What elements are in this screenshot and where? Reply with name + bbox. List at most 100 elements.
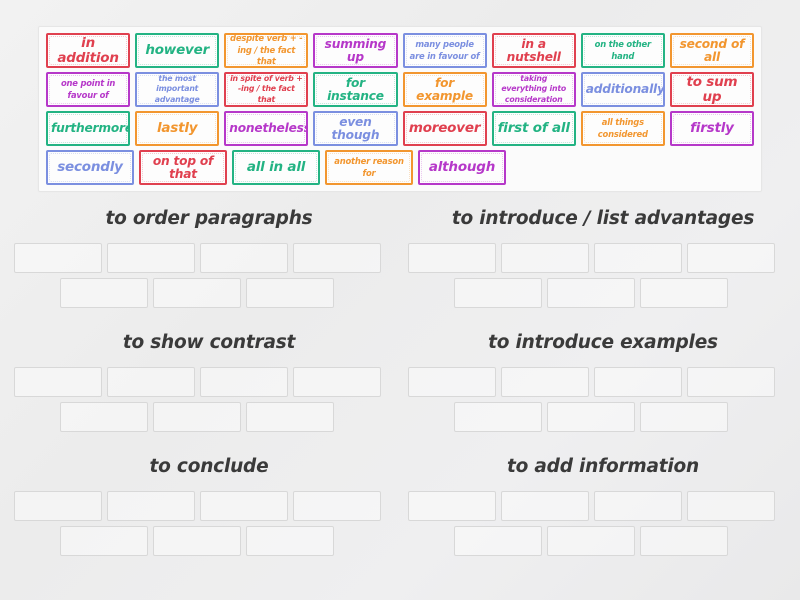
- word-card[interactable]: another reason for: [325, 150, 413, 185]
- drop-slot[interactable]: [60, 278, 148, 308]
- word-card-label: all in all: [246, 159, 306, 176]
- word-card[interactable]: furthermore: [46, 111, 131, 146]
- word-card-label: in a nutshell: [506, 36, 561, 64]
- drop-slot[interactable]: [200, 243, 288, 273]
- drop-slot[interactable]: [293, 367, 381, 397]
- drop-slot[interactable]: [153, 526, 241, 556]
- category-title: to add information: [506, 456, 700, 477]
- word-card-label: to sum up: [686, 74, 738, 105]
- word-card-label: the most important advantage: [154, 73, 200, 104]
- drop-slot[interactable]: [501, 367, 589, 397]
- drop-slot[interactable]: [14, 243, 102, 273]
- word-card[interactable]: despite verb + -ing / the fact that: [224, 33, 309, 68]
- drop-slot-row: [408, 243, 798, 273]
- category-group: to order paragraphs: [14, 208, 404, 313]
- word-card-label: another reason for: [334, 156, 404, 178]
- drop-slot[interactable]: [640, 278, 728, 308]
- drop-slot[interactable]: [14, 491, 102, 521]
- word-card[interactable]: the most important advantage: [135, 72, 220, 107]
- word-card[interactable]: all in all: [232, 150, 320, 185]
- drop-slot[interactable]: [594, 243, 682, 273]
- word-card[interactable]: in a nutshell: [491, 33, 576, 68]
- drop-slot[interactable]: [60, 526, 148, 556]
- word-card[interactable]: moreover: [402, 111, 487, 146]
- drop-slot-row: [408, 526, 798, 556]
- drop-slot[interactable]: [107, 491, 195, 521]
- drop-slot[interactable]: [14, 367, 102, 397]
- drop-slot[interactable]: [454, 278, 542, 308]
- word-card[interactable]: nonetheless: [224, 111, 309, 146]
- word-card[interactable]: for instance: [313, 72, 398, 107]
- category-group: to show contrast: [14, 332, 404, 437]
- drop-slot[interactable]: [408, 243, 496, 273]
- word-card[interactable]: taking everything into consideration: [491, 72, 576, 107]
- drop-slot[interactable]: [293, 243, 381, 273]
- drop-slot[interactable]: [408, 367, 496, 397]
- drop-slot-row: [408, 367, 798, 397]
- drop-slot[interactable]: [246, 526, 334, 556]
- word-card[interactable]: to sum up: [669, 72, 754, 107]
- drop-slot[interactable]: [640, 526, 728, 556]
- word-card-label: many people are in favour of: [409, 39, 480, 61]
- drop-slot[interactable]: [547, 526, 635, 556]
- word-card[interactable]: however: [135, 33, 220, 68]
- drop-slot[interactable]: [153, 278, 241, 308]
- drop-slot[interactable]: [687, 367, 775, 397]
- word-card[interactable]: many people are in favour of: [402, 33, 487, 68]
- category-group: to introduce examples: [408, 332, 798, 437]
- drop-slot[interactable]: [454, 526, 542, 556]
- word-card-label: second of all: [679, 36, 745, 64]
- word-card[interactable]: all things considered: [580, 111, 665, 146]
- word-card-label: in spite of verb + -ing / the fact that: [230, 73, 303, 104]
- drop-slot[interactable]: [454, 402, 542, 432]
- word-card[interactable]: in addition: [46, 33, 131, 68]
- drop-slot[interactable]: [547, 278, 635, 308]
- drop-slot[interactable]: [107, 243, 195, 273]
- word-card-label: summing up: [324, 36, 387, 64]
- word-card[interactable]: summing up: [313, 33, 398, 68]
- word-card[interactable]: on top of that: [139, 150, 227, 185]
- drop-slot[interactable]: [246, 278, 334, 308]
- drop-slot[interactable]: [547, 402, 635, 432]
- word-card[interactable]: even though: [313, 111, 398, 146]
- drop-slot[interactable]: [501, 243, 589, 273]
- drop-slot[interactable]: [687, 243, 775, 273]
- word-card-label: firstly: [690, 120, 734, 137]
- word-card[interactable]: one point in favour of: [46, 72, 131, 107]
- word-card[interactable]: first of all: [491, 111, 576, 146]
- drop-slot[interactable]: [200, 367, 288, 397]
- word-card[interactable]: secondly: [46, 150, 134, 185]
- drop-slot[interactable]: [153, 402, 241, 432]
- word-card[interactable]: on the other hand: [580, 33, 665, 68]
- drop-slot[interactable]: [640, 402, 728, 432]
- drop-slot[interactable]: [293, 491, 381, 521]
- word-card[interactable]: lastly: [135, 111, 220, 146]
- word-card-label: although: [428, 159, 496, 176]
- word-card[interactable]: firstly: [669, 111, 754, 146]
- drop-slot[interactable]: [687, 491, 775, 521]
- drop-slot[interactable]: [246, 402, 334, 432]
- drop-slot[interactable]: [594, 491, 682, 521]
- word-card-label: first of all: [497, 120, 570, 137]
- word-card-label: lastly: [156, 120, 198, 137]
- drop-slot-row: [14, 243, 404, 273]
- word-card[interactable]: for example: [402, 72, 487, 107]
- drop-slot-row: [14, 402, 404, 432]
- drop-slot-row: [14, 491, 404, 521]
- drop-slot[interactable]: [594, 367, 682, 397]
- word-card[interactable]: additionally: [580, 72, 665, 107]
- word-card-label: furthermore: [51, 121, 131, 136]
- word-card[interactable]: although: [418, 150, 506, 185]
- drop-slot[interactable]: [107, 367, 195, 397]
- drop-slot[interactable]: [200, 491, 288, 521]
- drop-slot-row: [408, 402, 798, 432]
- word-card[interactable]: second of all: [669, 33, 754, 68]
- drop-slot-row: [14, 526, 404, 556]
- drop-slot[interactable]: [60, 402, 148, 432]
- drop-slot[interactable]: [501, 491, 589, 521]
- drop-slot[interactable]: [408, 491, 496, 521]
- category-group: to introduce / list advantages: [408, 208, 798, 313]
- word-card[interactable]: in spite of verb + -ing / the fact that: [224, 72, 309, 107]
- word-card-label: taking everything into consideration: [501, 73, 567, 104]
- drop-slot-row: [14, 367, 404, 397]
